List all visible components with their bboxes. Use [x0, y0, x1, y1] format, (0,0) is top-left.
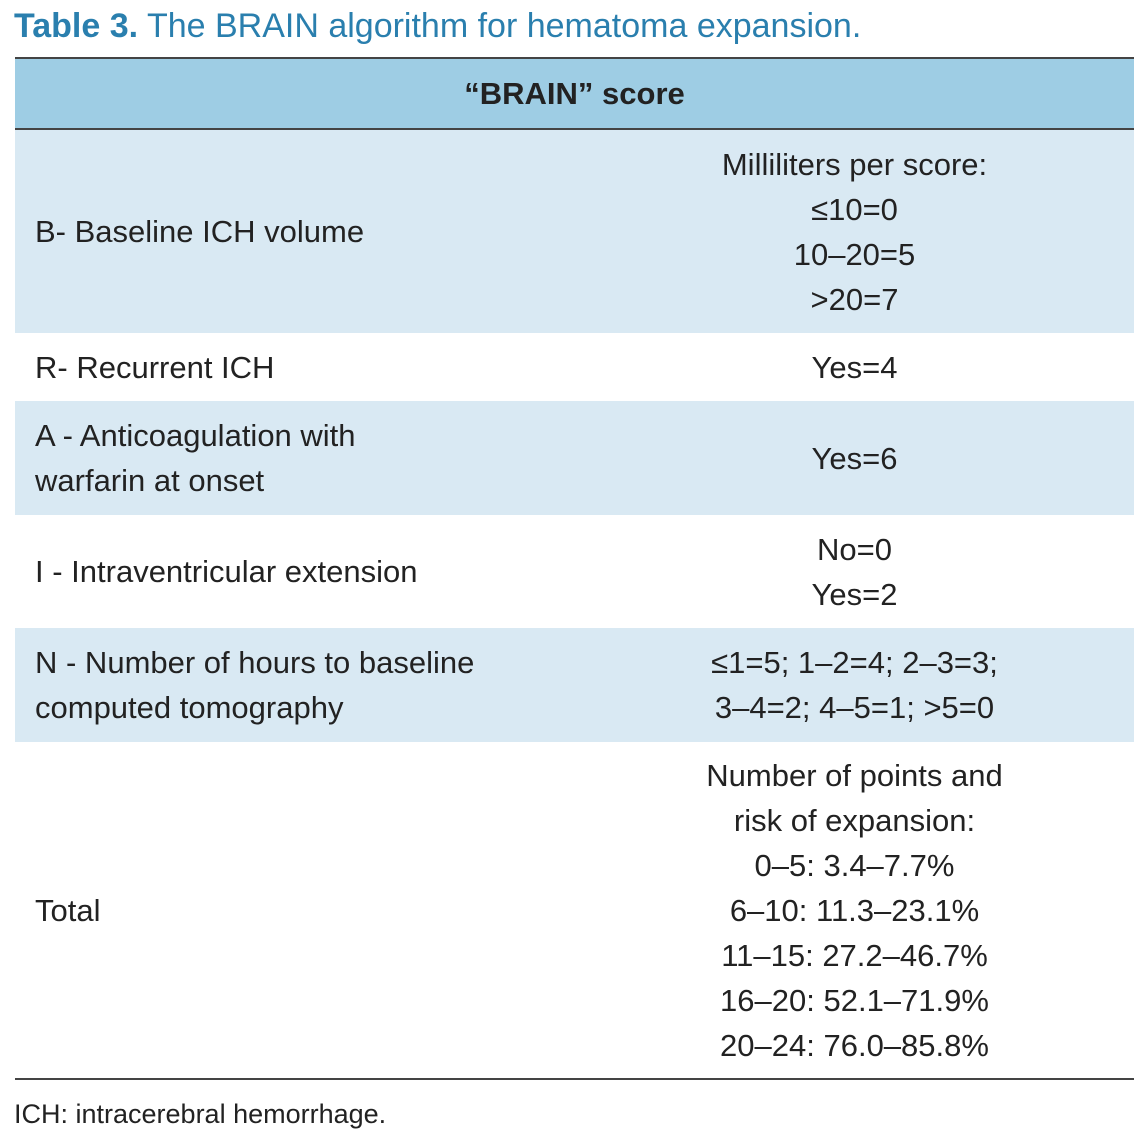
score-line: Yes=2 [811, 576, 898, 612]
brain-score-table: “BRAIN” score B- Baseline ICH volume Mil… [15, 57, 1134, 1080]
table-row: R- Recurrent ICH Yes=4 [15, 333, 1134, 401]
criterion-line: A - Anticoagulation with [35, 418, 356, 453]
table-row: N - Number of hours to baseline computed… [15, 628, 1134, 742]
criterion-cell: B- Baseline ICH volume [35, 214, 365, 249]
score-cell: Number of points and risk of expansion: … [575, 753, 1134, 1068]
criterion-line: N - Number of hours to baseline [35, 645, 475, 680]
table-row: B- Baseline ICH volume Milliliters per s… [15, 130, 1134, 333]
score-line: Yes=6 [811, 440, 898, 476]
score-line: 16–20: 52.1–71.9% [720, 982, 989, 1018]
score-line: Milliliters per score: [721, 146, 988, 182]
score-line: No=0 [817, 531, 892, 567]
table-footnote: ICH: intracerebral hemorrhage. [14, 1099, 387, 1129]
table-header: “BRAIN” score [15, 59, 1134, 130]
score-line: ≤10=0 [811, 191, 898, 227]
score-cell: Yes=4 [575, 345, 1134, 390]
criterion-line: computed tomography [35, 690, 344, 725]
score-line: 10–20=5 [793, 236, 916, 272]
criterion-cell: A - Anticoagulation with warfarin at ons… [15, 413, 575, 503]
score-line: 6–10: 11.3–23.1% [729, 892, 980, 928]
criterion-cell: I - Intraventricular extension [35, 554, 418, 589]
score-cell: Yes=6 [575, 436, 1134, 481]
score-cell: No=0 Yes=2 [575, 527, 1134, 617]
score-line: 11–15: 27.2–46.7% [721, 937, 988, 973]
table-row: A - Anticoagulation with warfarin at ons… [15, 401, 1134, 515]
criterion-cell: N - Number of hours to baseline computed… [15, 640, 575, 730]
score-cell: Milliliters per score: ≤10=0 10–20=5 >20… [575, 142, 1134, 322]
criterion-line: warfarin at onset [35, 463, 265, 498]
score-cell: ≤1=5; 1–2=4; 2–3=3; 3–4=2; 4–5=1; >5=0 [575, 640, 1134, 730]
table-title: The BRAIN algorithm for hematoma expansi… [146, 7, 862, 45]
table-number: Table 3. [14, 7, 139, 45]
score-line: 20–24: 76.0–85.8% [720, 1027, 989, 1063]
score-line: 0–5: 3.4–7.7% [754, 847, 955, 883]
criterion-cell: Total [35, 892, 101, 928]
score-line: Yes=4 [811, 349, 898, 385]
score-line: 3–4=2; 4–5=1; >5=0 [714, 690, 995, 725]
table-row: I - Intraventricular extension No=0 Yes=… [15, 515, 1134, 628]
table-row: Total Number of points and risk of expan… [15, 742, 1134, 1078]
table-caption: Table 3. The BRAIN algorithm for hematom… [14, 4, 861, 48]
score-line: ≤1=5; 1–2=4; 2–3=3; [711, 645, 998, 680]
score-line: Number of points and [706, 757, 1003, 793]
score-line: risk of expansion: [733, 802, 976, 838]
score-line: >20=7 [810, 281, 899, 317]
criterion-cell: R- Recurrent ICH [35, 349, 275, 385]
